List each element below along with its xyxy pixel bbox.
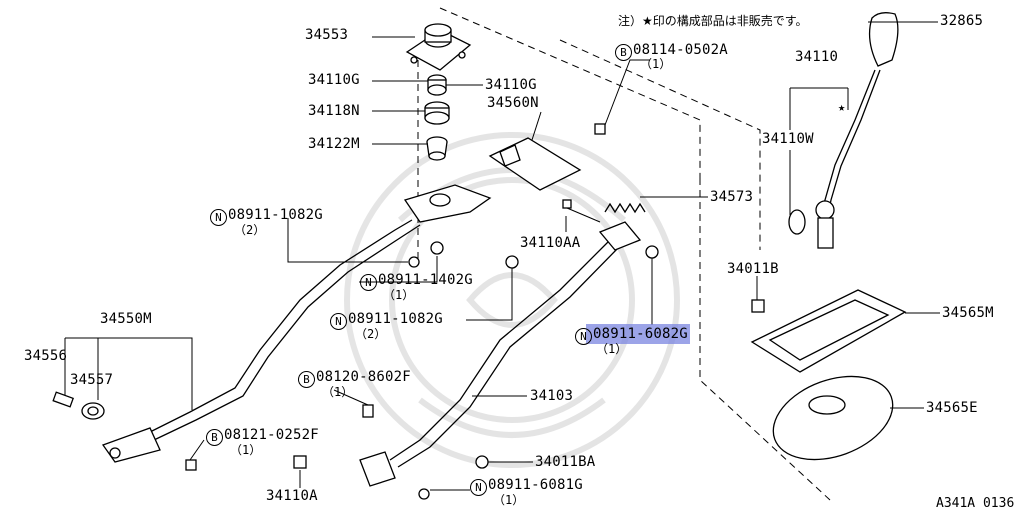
label-34122m[interactable]: 34122M — [308, 136, 360, 152]
label-34560n[interactable]: 34560N — [487, 95, 539, 111]
ring-34118n — [424, 101, 450, 125]
label-34550m[interactable]: 34550M — [100, 311, 152, 327]
label-34110g-right[interactable]: 34110G — [485, 77, 537, 93]
lever-34550m — [403, 184, 492, 223]
star-icon: ★ — [838, 100, 846, 114]
circled-prefix-icon: N — [210, 209, 227, 226]
label-34557[interactable]: 34557 — [70, 372, 114, 388]
bush-34110g — [427, 74, 447, 96]
qty-n-08911-6081g: （1） — [493, 493, 525, 507]
bush-34557 — [81, 402, 105, 420]
label-34110g-left[interactable]: 34110G — [308, 72, 360, 88]
label-34565m[interactable]: 34565M — [942, 305, 994, 321]
retainer-34565m — [750, 289, 907, 373]
circled-prefix-icon: N — [470, 479, 487, 496]
knob-32865 — [868, 12, 899, 67]
qty-n-08911-1402g: （1） — [383, 288, 415, 302]
qty-n-08911-1082g-a: （2） — [234, 223, 266, 237]
label-34103[interactable]: 34103 — [530, 388, 574, 404]
circled-prefix-icon: N — [330, 313, 347, 330]
seat-34122m — [426, 136, 448, 161]
drawing-code: A341A 0136 — [936, 496, 1015, 511]
part-number: 08911-1082G — [228, 207, 323, 223]
qty-b-08120: （1） — [322, 385, 354, 399]
bracket-34560n — [488, 137, 582, 191]
label-34110aa[interactable]: 34110AA — [520, 235, 581, 251]
nut-08911-6081g — [418, 488, 430, 500]
rod-34103 — [389, 239, 611, 461]
rod-34550m — [149, 219, 413, 433]
label-34110[interactable]: 34110 — [795, 49, 839, 65]
joint-34550m — [101, 427, 161, 463]
circled-prefix-icon: N — [360, 274, 377, 291]
circled-prefix-icon: B — [298, 371, 315, 388]
circled-prefix-icon: B — [206, 429, 223, 446]
bolt-08120 — [362, 404, 374, 418]
nut-08911-6082g — [645, 245, 659, 259]
label-34011ba[interactable]: 34011BA — [535, 454, 596, 470]
part-number: 08911-1402G — [378, 272, 473, 288]
leader-lines — [64, 21, 940, 491]
label-34565e[interactable]: 34565E — [926, 400, 978, 416]
boot-34565e — [772, 375, 894, 461]
shift-lever-34110 — [815, 69, 881, 249]
label-34553[interactable]: 34553 — [305, 27, 349, 43]
bolt-08121 — [185, 459, 197, 471]
bolt-34110a — [293, 455, 307, 469]
boundary-inner — [559, 39, 761, 250]
qty-b-08114: （1） — [640, 57, 672, 71]
nut-34011ba — [475, 455, 489, 469]
bolt-08114 — [594, 123, 606, 135]
part-number: 08121-0252F — [224, 427, 319, 443]
circled-prefix-icon: N — [575, 328, 592, 345]
label-34011b[interactable]: 34011B — [727, 261, 779, 277]
highlight-selection — [586, 324, 690, 344]
part-number: 08911-6082G — [593, 326, 688, 342]
label-32865[interactable]: 32865 — [940, 13, 984, 29]
part-number: 08911-6081G — [488, 477, 583, 493]
nut-08911-1082g-a — [408, 256, 420, 268]
label-34556[interactable]: 34556 — [24, 348, 68, 364]
nut-08911-1402g — [430, 241, 444, 255]
boundary-upper — [439, 7, 701, 178]
note-text: 注）★印の構成部品は非販売です。 — [618, 14, 808, 28]
label-34110w[interactable]: 34110W — [762, 131, 814, 147]
nut-08911-1082g-b — [505, 255, 519, 269]
bracket-34103 — [359, 221, 642, 487]
qty-b-08121: （1） — [230, 443, 262, 457]
washer-34110w — [788, 209, 806, 235]
label-34573[interactable]: 34573 — [710, 189, 754, 205]
qty-n-08911-6082g: （1） — [596, 342, 628, 356]
part-number: 08911-1082G — [348, 311, 443, 327]
circled-prefix-icon: B — [615, 44, 632, 61]
pin-34556 — [52, 391, 75, 408]
nut-34011b — [751, 299, 765, 313]
qty-n-08911-1082g-b: （2） — [355, 327, 387, 341]
label-34110a[interactable]: 34110A — [266, 488, 318, 504]
part-number: 08114-0502A — [633, 42, 728, 58]
spring-34573 — [604, 202, 646, 214]
label-34118n[interactable]: 34118N — [308, 103, 360, 119]
bolt-34110aa — [562, 199, 601, 223]
part-number: 08120-8602F — [316, 369, 411, 385]
mount-34553 — [405, 23, 472, 71]
